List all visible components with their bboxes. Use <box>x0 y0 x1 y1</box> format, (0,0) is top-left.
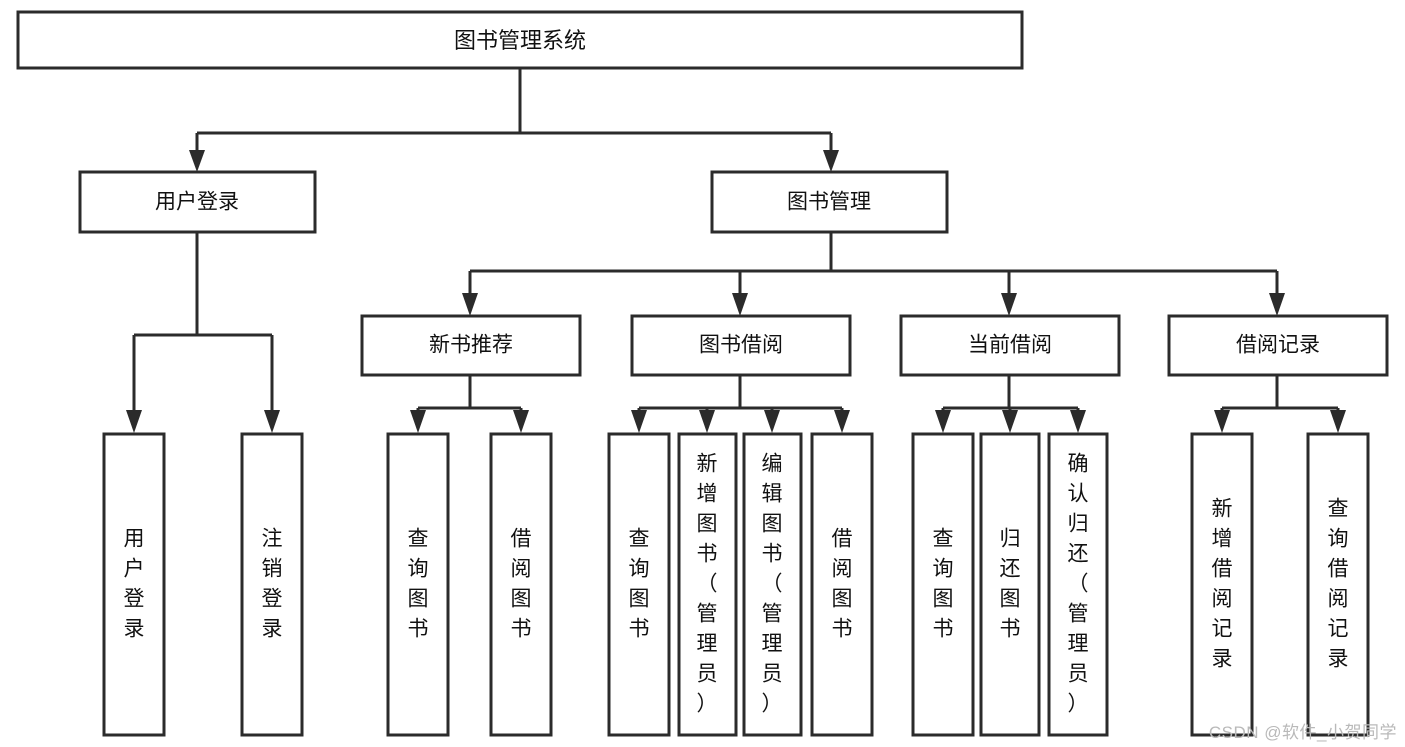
node-root-box[interactable] <box>16 10 1024 70</box>
node-current-borrow-label: 当前借阅 <box>968 334 1052 357</box>
leaf-br-add-record-box[interactable] <box>1190 432 1254 737</box>
leaf-node[interactable]: 查询图书 <box>607 432 671 737</box>
leaf-nbr-borrow-book-box[interactable] <box>489 432 553 737</box>
leaf-node[interactable]: 注销登录 <box>240 432 304 737</box>
leaf-cb-confirm-return-box[interactable] <box>1047 432 1109 737</box>
leaf-bb-edit-book-box[interactable] <box>742 432 803 737</box>
leaf-bb-add-book-label: 新增图书（管理员） <box>697 453 718 716</box>
leaf-user-login-label: 用户登录 <box>124 528 145 641</box>
leaf-cb-return-book-label: 归还图书 <box>1000 528 1021 641</box>
arrowhead-book-manage <box>823 150 839 172</box>
node-book-manage[interactable]: 图书管理 <box>710 170 949 234</box>
arrowhead-borrow-record <box>1269 293 1285 316</box>
arrowhead-nbr-leaf-2 <box>513 410 529 433</box>
leaf-bb-edit-book-label: 编辑图书（管理员） <box>762 453 783 716</box>
node-book-borrow[interactable]: 图书借阅 <box>630 314 852 377</box>
leaf-cb-confirm-return-label: 确认归还（管理员） <box>1068 453 1089 716</box>
leaf-node[interactable]: 查询图书 <box>386 432 450 737</box>
node-root[interactable]: 图书管理系统 <box>16 10 1024 70</box>
leaf-cb-return-book-box[interactable] <box>979 432 1041 737</box>
leaf-node[interactable]: 借阅图书 <box>489 432 553 737</box>
node-book-borrow-label: 图书借阅 <box>699 334 783 357</box>
node-book-manage-label: 图书管理 <box>787 191 871 214</box>
node-book-manage-box[interactable] <box>710 170 949 234</box>
leaf-br-add-record-label: 新增借阅记录 <box>1212 498 1233 671</box>
node-book-borrow-box[interactable] <box>630 314 852 377</box>
leaf-logout-box[interactable] <box>240 432 304 737</box>
leaf-node[interactable]: 归还图书 <box>979 432 1041 737</box>
arrowhead-new-book <box>462 293 478 316</box>
connector-layer <box>126 68 1346 433</box>
leaf-bb-query-book-box[interactable] <box>607 432 671 737</box>
node-root-label: 图书管理系统 <box>454 28 586 53</box>
node-new-book-recommend-label: 新书推荐 <box>429 334 513 357</box>
arrowhead-cb-leaf-1 <box>935 410 951 433</box>
leaf-br-query-record-label: 查询借阅记录 <box>1328 498 1349 671</box>
node-borrow-record-box[interactable] <box>1167 314 1389 377</box>
leaf-node[interactable]: 编辑图书（管理员） <box>742 432 803 737</box>
arrowhead-br-leaf-1 <box>1214 410 1230 433</box>
node-user-login-label: 用户登录 <box>155 191 239 214</box>
arrowhead-br-leaf-2 <box>1330 410 1346 433</box>
leaf-nbr-query-book-box[interactable] <box>386 432 450 737</box>
arrowhead-book-borrow <box>732 293 748 316</box>
arrowhead-bb-leaf-2 <box>699 410 715 433</box>
leaf-bb-add-book-box[interactable] <box>677 432 738 737</box>
leaf-cb-query-book-box[interactable] <box>911 432 975 737</box>
leaf-node[interactable]: 查询图书 <box>911 432 975 737</box>
leaf-nbr-query-book-label: 查询图书 <box>408 528 429 641</box>
leaf-cb-query-book-label: 查询图书 <box>933 528 954 641</box>
leaf-logout-label: 注销登录 <box>262 528 283 641</box>
arrowhead-bb-leaf-1 <box>631 410 647 433</box>
arrowhead-bb-leaf-4 <box>834 410 850 433</box>
arrowhead-ul-leaf-2 <box>264 410 280 433</box>
leaf-node[interactable]: 借阅图书 <box>810 432 874 737</box>
leaf-bb-query-book-label: 查询图书 <box>629 528 650 641</box>
arrowhead-ul-leaf-1 <box>126 410 142 433</box>
node-borrow-record[interactable]: 借阅记录 <box>1167 314 1389 377</box>
arrowhead-cb-leaf-3 <box>1070 410 1086 433</box>
arrowhead-bb-leaf-3 <box>764 410 780 433</box>
leaf-bb-borrow-book-box[interactable] <box>810 432 874 737</box>
leaf-node[interactable]: 用户登录 <box>102 432 166 737</box>
leaf-br-query-record-box[interactable] <box>1306 432 1370 737</box>
node-current-borrow-box[interactable] <box>899 314 1121 377</box>
leaf-node[interactable]: 确认归还（管理员） <box>1047 432 1109 737</box>
arrowhead-current-borrow <box>1001 293 1017 316</box>
leaf-nbr-borrow-book-label: 借阅图书 <box>511 528 532 641</box>
leaf-node[interactable]: 新增借阅记录 <box>1190 432 1254 737</box>
node-user-login-box[interactable] <box>78 170 317 234</box>
node-user-login[interactable]: 用户登录 <box>78 170 317 234</box>
node-current-borrow[interactable]: 当前借阅 <box>899 314 1121 377</box>
watermark-text: CSDN @软件_小贺同学 <box>1208 723 1397 742</box>
arrowhead-user-login <box>189 150 205 172</box>
leaf-user-login-box[interactable] <box>102 432 166 737</box>
leaf-node[interactable]: 查询借阅记录 <box>1306 432 1370 737</box>
arrowhead-cb-leaf-2 <box>1002 410 1018 433</box>
node-new-book-recommend[interactable]: 新书推荐 <box>360 314 582 377</box>
node-borrow-record-label: 借阅记录 <box>1236 334 1320 357</box>
node-new-book-recommend-box[interactable] <box>360 314 582 377</box>
leaf-bb-borrow-book-label: 借阅图书 <box>832 528 853 641</box>
arrowhead-nbr-leaf-1 <box>410 410 426 433</box>
leaf-node[interactable]: 新增图书（管理员） <box>677 432 738 737</box>
